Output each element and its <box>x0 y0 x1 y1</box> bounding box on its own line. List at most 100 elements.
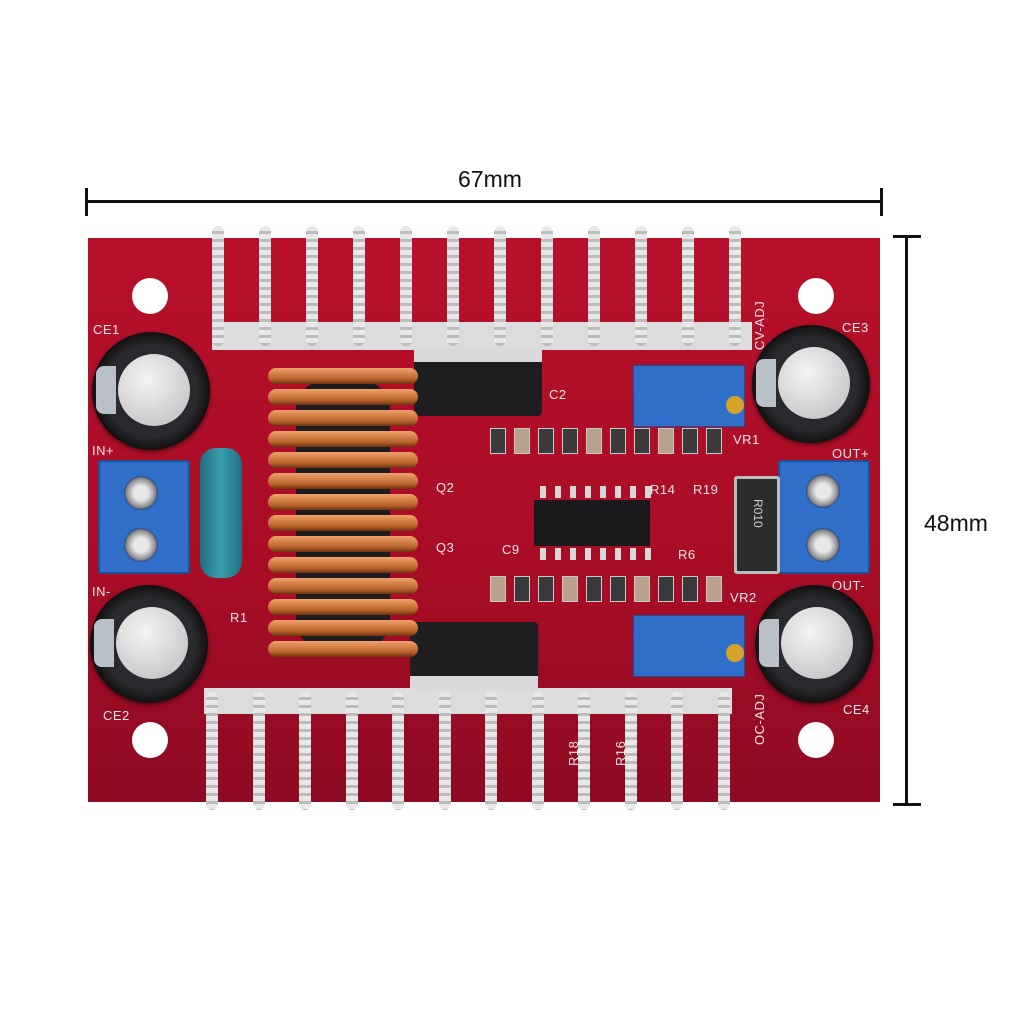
label-vr2: VR2 <box>730 590 757 605</box>
input-terminal-block <box>98 460 190 574</box>
inductor-winding <box>268 452 418 468</box>
smd-component <box>514 576 530 602</box>
inductor-winding <box>268 557 418 573</box>
width-dimension-tick-right <box>880 188 883 216</box>
label-ce4: CE4 <box>843 702 870 717</box>
heatsink-fin <box>345 692 358 810</box>
smd-component <box>514 428 530 454</box>
bottom-heatsink <box>204 688 732 714</box>
ic-pin <box>645 486 651 498</box>
smd-component <box>562 576 578 602</box>
input-terminal-screw-minus <box>124 528 158 562</box>
label-ce3: CE3 <box>842 320 869 335</box>
smd-component <box>682 428 698 454</box>
label-oc-adj: OC-ADJ <box>752 693 767 745</box>
ic-pin <box>540 486 546 498</box>
heatsink-fin <box>400 226 412 346</box>
heatsink-fin <box>212 226 224 346</box>
heatsink-fin <box>438 692 451 810</box>
smd-component <box>634 428 650 454</box>
ic-pin <box>540 548 546 560</box>
smd-component <box>586 428 602 454</box>
heatsink-fin <box>682 226 694 346</box>
label-c2: C2 <box>549 387 567 402</box>
label-r1: R1 <box>230 610 248 625</box>
ic-pin <box>585 548 591 560</box>
ic-pin <box>645 548 651 560</box>
ic-pin <box>585 486 591 498</box>
inductor-winding <box>268 536 418 552</box>
label-out-plus: OUT+ <box>832 446 870 461</box>
smd-component <box>610 428 626 454</box>
label-out-minus: OUT- <box>832 578 866 593</box>
heatsink-fin <box>252 692 265 810</box>
mosfet-top <box>414 348 542 416</box>
smd-component <box>658 428 674 454</box>
potentiometer-vr1-screw[interactable] <box>726 396 744 414</box>
heatsink-fin <box>392 692 404 810</box>
potentiometer-vr2[interactable] <box>633 615 745 677</box>
heatsink-fin <box>485 692 497 810</box>
input-fuse <box>200 448 242 578</box>
shunt-marking: R010 <box>751 499 765 528</box>
height-dimension-tick-bottom <box>893 803 921 806</box>
smd-component <box>490 576 506 602</box>
heatsink-fin <box>353 226 365 346</box>
ic-pin <box>600 548 606 560</box>
capacitor-ce2 <box>90 585 208 703</box>
mounting-hole-bottom-right <box>798 722 834 758</box>
inductor-winding <box>268 368 418 384</box>
potentiometer-vr1[interactable] <box>633 365 745 427</box>
ic-pin <box>570 486 576 498</box>
height-dimension-line <box>905 236 908 806</box>
mosfet-bottom <box>410 622 538 690</box>
toroid-inductor <box>268 360 418 670</box>
input-terminal-screw-plus <box>124 476 158 510</box>
mounting-hole-top-left <box>132 278 168 314</box>
heatsink-fin <box>259 226 271 346</box>
label-in-minus: IN- <box>92 584 111 599</box>
output-terminal-screw-minus <box>806 528 840 562</box>
label-q3: Q3 <box>436 540 455 555</box>
inductor-winding <box>268 431 418 447</box>
ic-pin <box>570 548 576 560</box>
height-dimension-tick-top <box>893 235 921 238</box>
capacitor-ce4 <box>755 585 873 703</box>
heatsink-fin <box>717 692 730 810</box>
potentiometer-vr2-screw[interactable] <box>726 644 744 662</box>
label-c9: C9 <box>502 542 520 557</box>
height-dimension-label: 48mm <box>924 510 988 536</box>
shunt-resistor: R010 <box>734 476 780 574</box>
ic-pin <box>630 548 636 560</box>
smd-component <box>706 428 722 454</box>
ic-pin <box>630 486 636 498</box>
inductor-winding <box>268 641 418 657</box>
output-terminal-block <box>778 460 870 574</box>
width-dimension-line <box>86 200 882 203</box>
smd-component <box>706 576 722 602</box>
ic-pin <box>600 486 606 498</box>
label-in-plus: IN+ <box>92 443 115 458</box>
smd-component <box>538 576 554 602</box>
smd-component <box>538 428 554 454</box>
inductor-winding <box>268 620 418 636</box>
capacitor-ce3 <box>752 325 870 443</box>
heatsink-fin <box>306 226 318 346</box>
label-q2: Q2 <box>436 480 455 495</box>
smd-component <box>490 428 506 454</box>
output-terminal-screw-plus <box>806 474 840 508</box>
smd-component <box>586 576 602 602</box>
ic-pin <box>555 548 561 560</box>
heatsink-fin <box>588 226 600 346</box>
heatsink-fin <box>578 692 590 810</box>
mounting-hole-bottom-left <box>132 722 168 758</box>
controller-ic <box>534 500 650 546</box>
heatsink-fin <box>541 226 553 346</box>
width-dimension-label: 67mm <box>458 166 522 192</box>
heatsink-fin <box>671 692 683 810</box>
heatsink-fin <box>447 226 459 346</box>
width-dimension-tick-left <box>85 188 88 216</box>
inductor-winding <box>268 578 418 594</box>
heatsink-fin <box>299 692 311 810</box>
label-r6: R6 <box>678 547 696 562</box>
